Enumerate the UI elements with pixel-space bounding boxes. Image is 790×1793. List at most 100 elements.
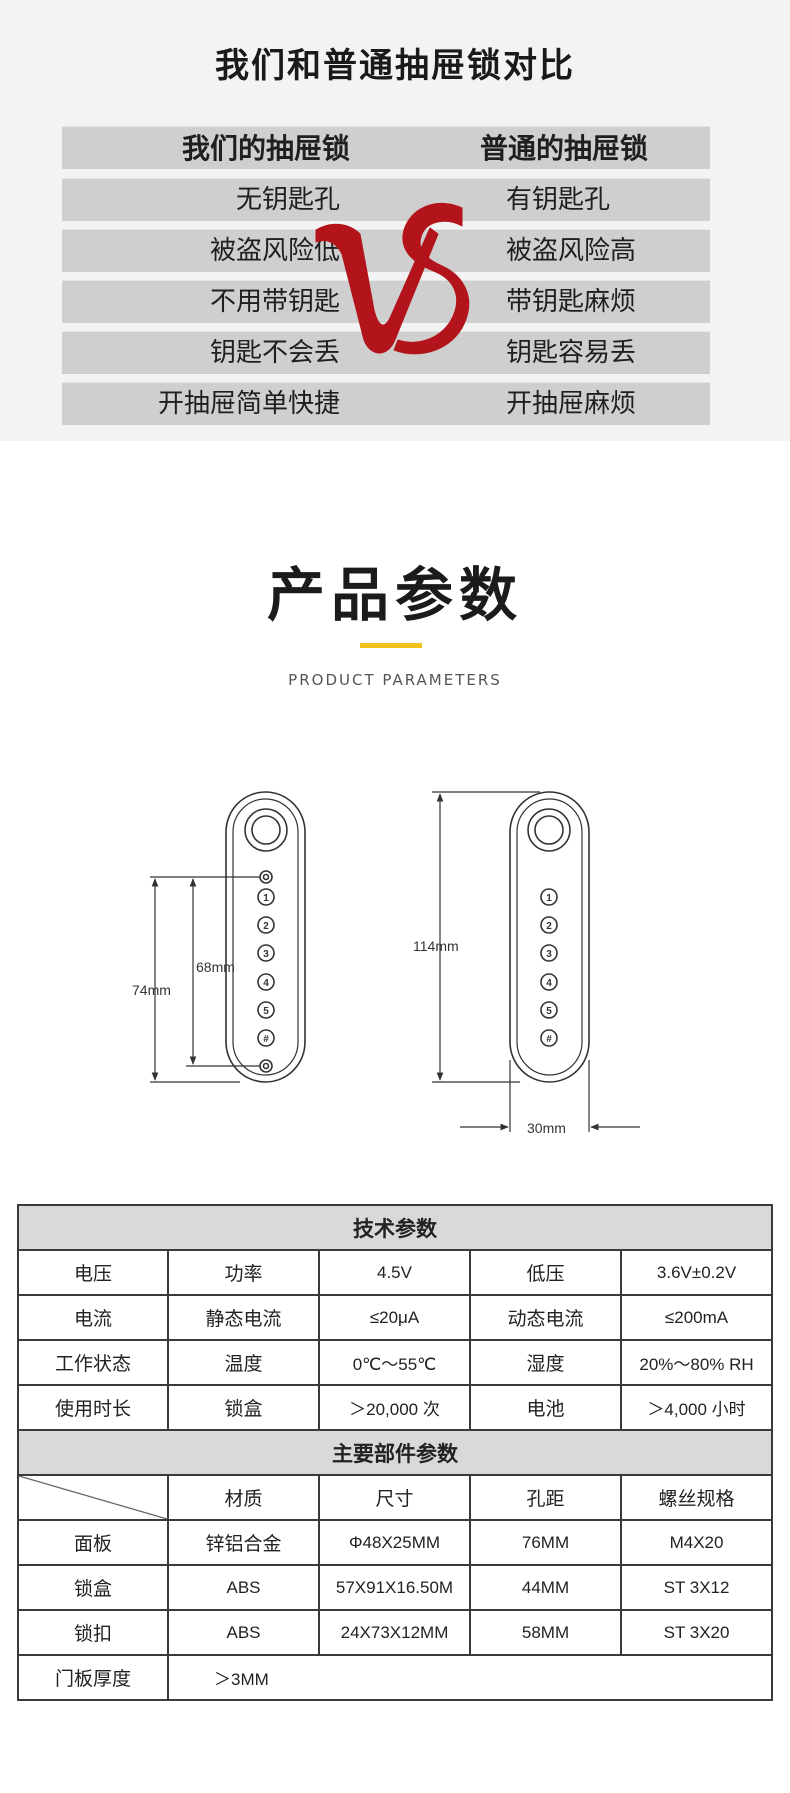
table-cell: ＞3MM [166, 1654, 774, 1701]
table-cell: 面板 [17, 1519, 169, 1566]
comparison-normal-cell: 有钥匙孔 [506, 185, 611, 215]
comparison-ours-cell: 钥匙不会丢 [209, 338, 340, 368]
vs-logo-icon [315, 202, 470, 355]
comparison-ours-cell: 不用带钥匙 [209, 287, 340, 317]
comparison-normal-cell: 带钥匙麻烦 [506, 287, 637, 317]
table-cell: ST 3X20 [619, 1609, 774, 1656]
key-label-4: 4 [546, 978, 552, 989]
key-label-3: 3 [546, 949, 552, 960]
table-cell: ABS [167, 1564, 320, 1611]
dim-label-114: 114mm [413, 938, 459, 954]
device-right [509, 791, 590, 1083]
table-cell: 3.6V±0.2V [619, 1249, 774, 1296]
table-cell: ≤200mA [619, 1294, 774, 1341]
key-label-2: 2 [546, 921, 552, 932]
key-label-2: 2 [263, 921, 269, 932]
table-row: 材质 尺寸 孔距 螺丝规格 [17, 1474, 774, 1521]
key-label-5: 5 [546, 1006, 552, 1017]
table-row: 锁扣 ABS 24X73X12MM 58MM ST 3X20 [17, 1609, 774, 1656]
table-cell: 动态电流 [469, 1294, 622, 1341]
table-cell: 58MM [469, 1609, 622, 1656]
table-cell: 锁盒 [17, 1564, 169, 1611]
table-row: 锁盒 ABS 57X91X16.50M 44MM ST 3X12 [17, 1564, 774, 1611]
table-cell: 0℃～55℃ [318, 1339, 471, 1386]
params-subtitle: PRODUCT PARAMETERS [288, 671, 502, 689]
table-cell: ＞20,000 次 [318, 1384, 471, 1431]
comparison-row: 开抽屉简单快捷 开抽屉麻烦 [62, 382, 710, 425]
table-cell: 电池 [469, 1384, 622, 1431]
table-diagonal-header [17, 1474, 169, 1521]
table-row: 使用时长 锁盒 ＞20,000 次 电池 ＞4,000 小时 [17, 1384, 774, 1431]
table-cell: 4.5V [318, 1249, 471, 1296]
comparison-row: 无钥匙孔 有钥匙孔 [62, 178, 710, 221]
table-cell: 57X91X16.50M [318, 1564, 471, 1611]
table-cell: 低压 [469, 1249, 622, 1296]
table-cell: Φ48X25MM [318, 1519, 471, 1566]
params-title: 产品参数 [266, 561, 523, 629]
tech-params-title: 技术参数 [16, 1204, 774, 1251]
table-header-cell: 材质 [167, 1474, 320, 1521]
table-cell: 锌铝合金 [167, 1519, 320, 1566]
table-cell: ST 3X12 [619, 1564, 774, 1611]
comparison-header-row: 我们的抽屉锁 普通的抽屉锁 [62, 126, 710, 169]
table-row: 工作状态 温度 0℃～55℃ 湿度 20%～80% RH [17, 1339, 774, 1386]
dim-lines-right [432, 791, 640, 1132]
table-cell: 44MM [469, 1564, 622, 1611]
comparison-ours-cell: 无钥匙孔 [235, 185, 340, 215]
table-cell: 电压 [17, 1249, 169, 1296]
table-cell: ≤20μA [318, 1294, 471, 1341]
table-cell: 静态电流 [167, 1294, 320, 1341]
comparison-normal-cell: 开抽屉麻烦 [506, 389, 637, 419]
key-label-1: 1 [546, 893, 552, 904]
key-label-5: 5 [263, 1006, 269, 1017]
dimension-drawing: 1 2 3 4 5 # 68mm 74mm 1 2 3 4 5 # [132, 791, 640, 1136]
comparison-header-ours: 我们的抽屉锁 [181, 132, 350, 165]
table-cell: 功率 [167, 1249, 320, 1296]
params-accent-bar [360, 643, 422, 648]
table-cell: ABS [167, 1609, 320, 1656]
spec-table: 技术参数 电压 功率 4.5V 低压 3.6V±0.2V 电流 静态电流 ≤20… [16, 1204, 774, 1701]
table-row: 门板厚度 ＞3MM [17, 1654, 774, 1701]
table-row: 技术参数 [16, 1204, 774, 1251]
dim-label-68: 68mm [196, 959, 235, 975]
table-cell: 76MM [469, 1519, 622, 1566]
device-right-key-labels: 1 2 3 4 5 # [546, 893, 552, 1045]
dim-label-74: 74mm [132, 982, 171, 998]
table-cell: 24X73X12MM [318, 1609, 471, 1656]
dim-lines-left [150, 876, 260, 1083]
table-cell: 20%～80% RH [619, 1339, 774, 1386]
table-row: 主要部件参数 [16, 1429, 774, 1476]
comparison-header-normal: 普通的抽屉锁 [480, 132, 649, 165]
table-header-cell: 孔距 [469, 1474, 622, 1521]
table-cell: 电流 [17, 1294, 169, 1341]
table-cell: M4X20 [619, 1519, 774, 1566]
key-label-1: 1 [263, 893, 269, 904]
key-label-hash: # [263, 1034, 269, 1045]
table-cell: 工作状态 [17, 1339, 169, 1386]
comparison-row: 被盗风险低 被盗风险高 [62, 229, 710, 272]
key-label-3: 3 [263, 949, 269, 960]
key-label-hash: # [546, 1034, 552, 1045]
comparison-title: 我们和普通抽屉锁对比 [215, 46, 575, 86]
device-left-key-labels: 1 2 3 4 5 # [263, 893, 269, 1045]
table-cell: ＞4,000 小时 [619, 1384, 774, 1431]
key-label-4: 4 [263, 978, 269, 989]
table-cell: 使用时长 [17, 1384, 169, 1431]
comparison-section: 我们和普通抽屉锁对比 我们的抽屉锁 普通的抽屉锁 无钥匙孔 有钥匙孔 被盗风险低… [0, 0, 790, 441]
table-cell: 锁盒 [167, 1384, 320, 1431]
comparison-normal-cell: 钥匙容易丢 [506, 338, 637, 368]
parts-params-title: 主要部件参数 [16, 1429, 774, 1476]
table-header-cell: 螺丝规格 [619, 1474, 774, 1521]
table-cell: 锁扣 [17, 1609, 169, 1656]
comparison-row: 不用带钥匙 带钥匙麻烦 [62, 280, 710, 323]
dim-label-30: 30mm [527, 1120, 566, 1136]
device-left [225, 791, 306, 1083]
table-cell: 温度 [167, 1339, 320, 1386]
comparison-normal-cell: 被盗风险高 [506, 236, 637, 266]
comparison-ours-cell: 开抽屉简单快捷 [157, 389, 340, 419]
table-cell: 门板厚度 [17, 1654, 169, 1701]
table-row: 电压 功率 4.5V 低压 3.6V±0.2V [17, 1249, 774, 1296]
table-row: 面板 锌铝合金 Φ48X25MM 76MM M4X20 [17, 1519, 774, 1566]
table-row: 电流 静态电流 ≤20μA 动态电流 ≤200mA [17, 1294, 774, 1341]
table-cell: 湿度 [469, 1339, 622, 1386]
